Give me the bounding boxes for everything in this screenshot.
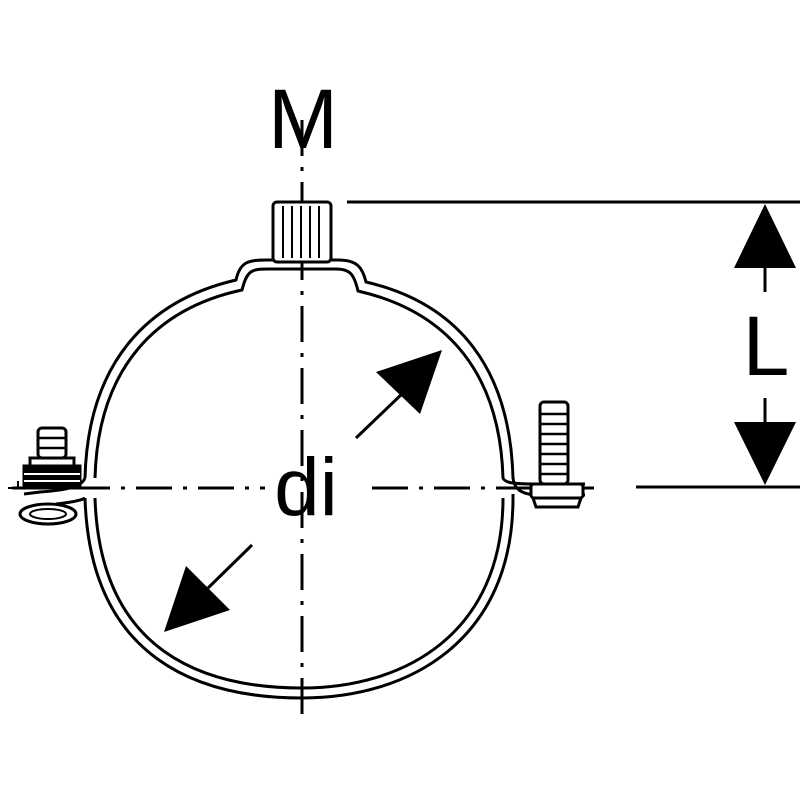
threaded-nut-boss: [271, 200, 333, 264]
inner-diameter-label: di: [274, 442, 338, 533]
diameter-arrowhead-upper: [376, 350, 442, 414]
diameter-arrows: [164, 350, 442, 632]
diameter-arrow-lower-shaft: [206, 543, 254, 590]
clamp-band-inner-edge: [93, 267, 585, 690]
diameter-arrowhead-lower: [164, 566, 230, 632]
left-screw-shank: [36, 426, 68, 460]
diameter-arrow-upper-shaft: [354, 390, 406, 440]
thread-size-label: M: [268, 72, 338, 166]
dimension-l: [347, 200, 800, 489]
left-hex-nut: [22, 464, 82, 490]
right-screw-head: [529, 482, 585, 500]
left-screw-washer-bottom: [18, 502, 78, 526]
clamp-band-outer-edge: [83, 258, 585, 700]
clamp-band: [83, 258, 585, 700]
length-label: L: [743, 299, 790, 393]
right-clamp-screw: [529, 400, 585, 509]
arrowhead-down: [734, 422, 796, 485]
left-clamp-screw: [8, 426, 87, 526]
right-screw-washer: [530, 496, 584, 509]
arrowhead-up: [734, 204, 796, 268]
